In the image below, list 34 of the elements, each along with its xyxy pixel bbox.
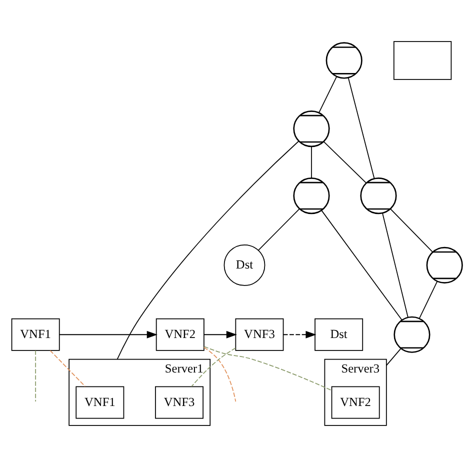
node-box: Dst <box>314 318 364 351</box>
connector <box>204 346 332 391</box>
connector <box>318 76 337 114</box>
node-box: VNF3 <box>235 318 284 351</box>
node-box: VNF2 <box>331 386 380 419</box>
node-circle <box>360 178 397 214</box>
connector <box>35 350 36 402</box>
connector <box>382 212 408 318</box>
node-circle <box>293 110 330 148</box>
connector <box>311 146 312 178</box>
node-circle <box>326 42 362 79</box>
connector <box>204 346 236 402</box>
node-circle <box>394 316 430 353</box>
connector <box>386 348 402 366</box>
connector <box>348 77 375 179</box>
arrow <box>59 330 158 338</box>
node-box: VNF1 <box>76 386 124 419</box>
node-box: VNF1 <box>11 318 60 351</box>
arrow <box>204 330 237 338</box>
connector <box>116 140 300 360</box>
node-circle <box>426 246 463 284</box>
connector <box>258 208 300 251</box>
node-box <box>393 41 452 80</box>
arrow <box>282 330 316 338</box>
node-box: VNF3 <box>155 386 204 419</box>
connector <box>50 350 86 387</box>
connector <box>418 281 438 319</box>
connector <box>390 208 433 252</box>
node-circle: Dst <box>224 244 266 286</box>
connector <box>323 141 367 184</box>
connector <box>321 210 402 320</box>
connector <box>191 348 236 387</box>
node-circle <box>293 178 330 214</box>
node-box: VNF2 <box>156 318 204 351</box>
